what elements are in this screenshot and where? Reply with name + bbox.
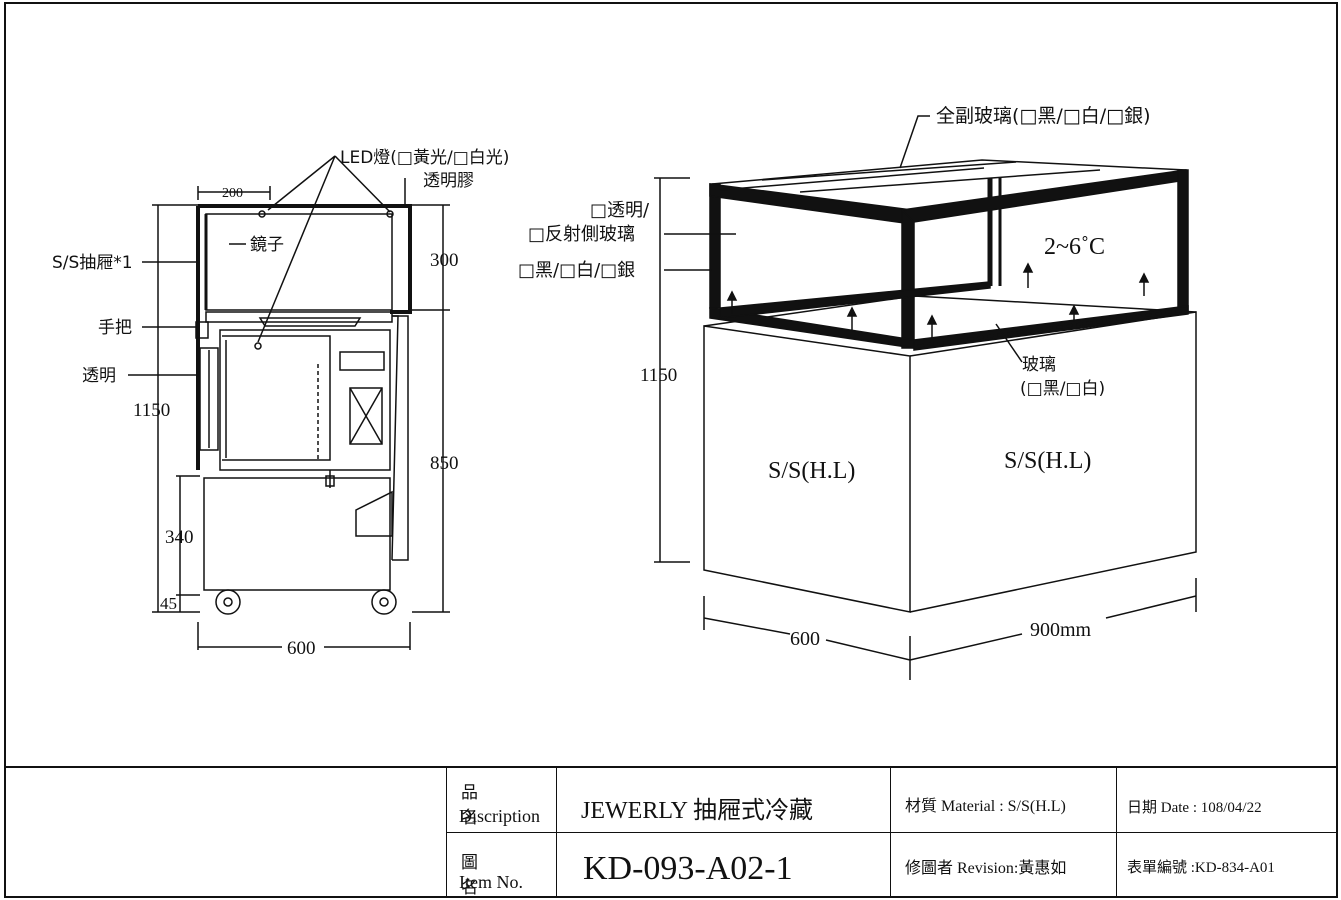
- name-en-label: Discription: [459, 806, 540, 826]
- item-number: KD-093-A02-1: [583, 850, 793, 887]
- dim-600-persp: 600: [790, 628, 820, 650]
- handle: [195, 321, 209, 339]
- dim-200: 200: [222, 186, 243, 201]
- dim-1150-side: 1150: [133, 400, 170, 421]
- item-cn-label: 圖 名: [461, 853, 508, 898]
- wheel-front: [215, 589, 241, 615]
- side-panel: [909, 311, 1197, 613]
- value-column: JEWERLY 抽屜式冷藏 KD-093-A02-1: [556, 768, 890, 896]
- temperature: 2~6˚C: [1044, 234, 1105, 260]
- material-field: 材質 Material : S/S(H.L): [905, 798, 1066, 815]
- material-column: 材質 Material : S/S(H.L) 修圖者 Revision:黃惠如: [890, 768, 1116, 896]
- wheel-back: [371, 589, 397, 615]
- side-view: [128, 155, 450, 650]
- dim-900-persp: 900mm: [1030, 619, 1092, 641]
- glue-label: 透明膠: [423, 171, 474, 191]
- side-glass-label-2: □反射側玻璃: [528, 224, 635, 245]
- glass-label: 玻璃: [1022, 355, 1056, 375]
- front-panel-label: S/S(H.L): [768, 458, 855, 484]
- upper-cabinet-frame: [198, 204, 412, 314]
- date-column: 日期 Date : 108/04/22 表單編號 :KD-834-A01: [1116, 768, 1336, 896]
- form-number-field: 表單編號 :KD-834-A01: [1127, 860, 1275, 876]
- side-glass-label-1: □透明/: [590, 200, 650, 221]
- dim-850: 850: [430, 453, 459, 474]
- side-panel-label: S/S(H.L): [1004, 448, 1091, 474]
- title-block: 品 名 Discription 圖 名 Item No. JEWERLY 抽屜式…: [6, 766, 1336, 898]
- clear-label: 透明: [82, 366, 116, 386]
- dim-340: 340: [165, 527, 194, 548]
- clear-panel: [199, 347, 219, 451]
- dim-300: 300: [430, 250, 459, 271]
- item-en-label: Item No.: [459, 872, 523, 892]
- perspective-view: [654, 115, 1197, 680]
- led-label: LED燈(□黃光/□白光): [340, 148, 509, 168]
- display-glass: [205, 213, 393, 311]
- product-name: JEWERLY 抽屜式冷藏: [581, 798, 814, 824]
- dim-1150-persp: 1150: [640, 365, 677, 386]
- base-cabinet: [203, 477, 391, 591]
- handle-label: 手把: [98, 318, 132, 338]
- glass-color-label: (□黑/□白): [1020, 379, 1105, 399]
- top-glass-label: 全副玻璃(□黑/□白/□銀): [936, 105, 1150, 127]
- label-column: 品 名 Discription 圖 名 Item No.: [446, 768, 556, 898]
- frame-color-label: □黑/□白/□銀: [518, 260, 635, 281]
- dim-600-side: 600: [287, 638, 316, 659]
- compressor-box: [349, 387, 383, 445]
- name-cn-label: 品 名: [461, 783, 508, 828]
- airflow-arrows: [726, 262, 1150, 338]
- date-field: 日期 Date : 108/04/22: [1127, 800, 1262, 816]
- drawer-label: S/S抽屜*1: [52, 253, 133, 273]
- dim-45: 45: [160, 594, 177, 613]
- revision-field: 修圖者 Revision:黃惠如: [905, 860, 1067, 877]
- title-block-row-divider: [446, 832, 1336, 833]
- mirror-label: 鏡子: [250, 235, 284, 255]
